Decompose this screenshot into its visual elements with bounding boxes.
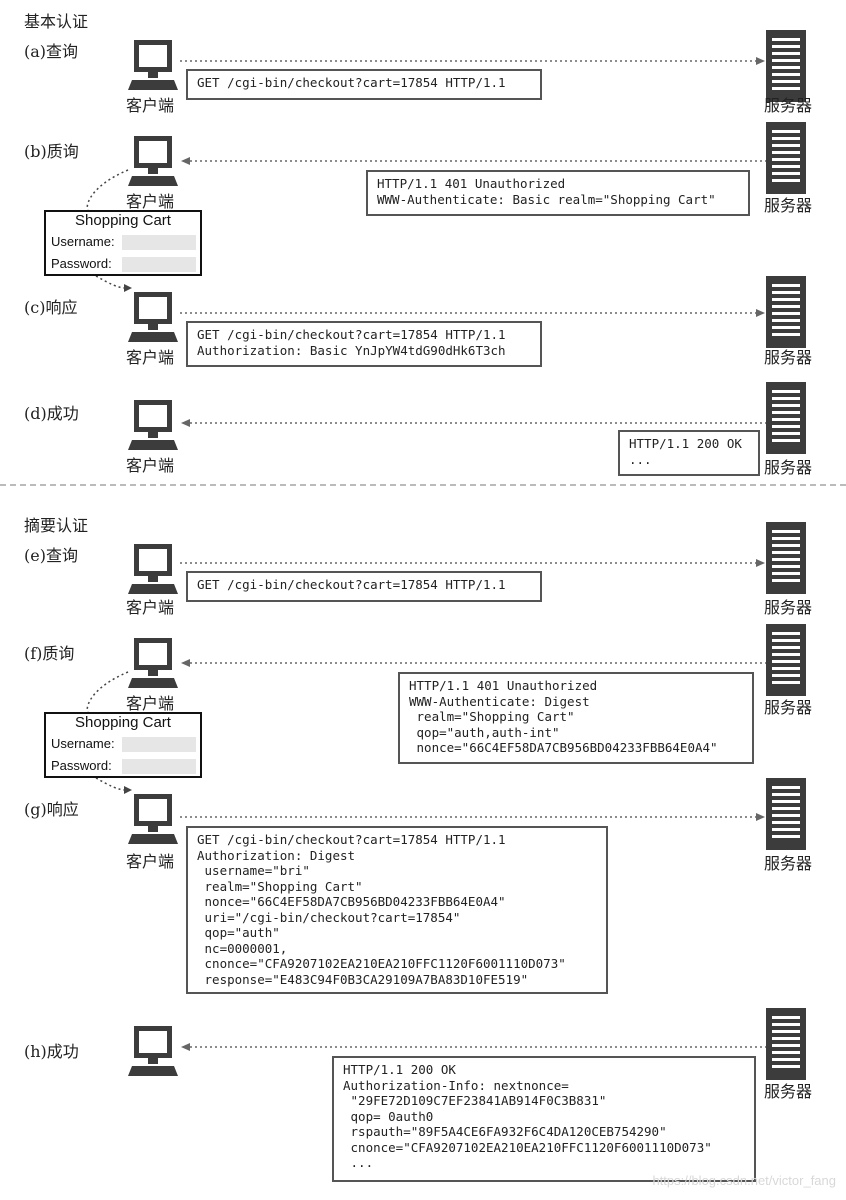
password-label: Password: (51, 758, 112, 773)
password-label: Password: (51, 256, 112, 271)
response-arrow-d (181, 419, 766, 427)
response-arrow-f (181, 659, 766, 667)
server-icon (766, 624, 806, 696)
client-icon (128, 794, 178, 844)
request-arrow-c (180, 309, 765, 317)
response-arrow-h (181, 1043, 766, 1051)
server-label-a: 服务器 (764, 96, 813, 115)
server-label-d: 服务器 (764, 458, 813, 477)
step-label-a: (a)查询 (24, 42, 79, 61)
password-field[interactable] (122, 257, 196, 272)
client-label-g: 客户端 (126, 852, 175, 871)
client-label-d: 客户端 (126, 456, 175, 475)
password-field[interactable] (122, 759, 196, 774)
login-form-digest: Shopping Cart Username: Password: (44, 712, 202, 778)
message-box-e: GET /cgi-bin/checkout?cart=17854 HTTP/1.… (186, 571, 542, 602)
message-box-h: HTTP/1.1 200 OK Authorization-Info: next… (332, 1056, 756, 1182)
client-icon (128, 136, 178, 186)
username-label: Username: (51, 736, 115, 751)
step-label-d: (d)成功 (24, 404, 79, 423)
message-box-b: HTTP/1.1 401 Unauthorized WWW-Authentica… (366, 170, 750, 216)
login-form-basic: Shopping Cart Username: Password: (44, 210, 202, 276)
server-icon (766, 30, 806, 102)
client-icon (128, 292, 178, 342)
step-label-e: (e)查询 (24, 546, 78, 565)
username-label: Username: (51, 234, 115, 249)
request-arrow-a (180, 57, 765, 65)
message-box-g: GET /cgi-bin/checkout?cart=17854 HTTP/1.… (186, 826, 608, 994)
section-divider (0, 484, 846, 486)
message-box-d: HTTP/1.1 200 OK ... (618, 430, 760, 476)
client-label-e: 客户端 (126, 598, 175, 617)
step-label-b: (b)质询 (24, 142, 79, 161)
step-label-h: (h)成功 (24, 1042, 79, 1061)
form-flow-arrow (86, 671, 132, 794)
client-label-b: 客户端 (126, 192, 175, 211)
request-arrow-g (180, 813, 765, 821)
client-icon (128, 400, 178, 450)
server-icon (766, 122, 806, 194)
client-icon (128, 638, 178, 688)
message-box-c: GET /cgi-bin/checkout?cart=17854 HTTP/1.… (186, 321, 542, 367)
watermark: https://blog.csdn.net/victor_fang (652, 1173, 836, 1188)
client-label-c: 客户端 (126, 348, 175, 367)
form-title: Shopping Cart (75, 714, 171, 731)
client-icon (128, 40, 178, 90)
form-flow-arrow (86, 169, 132, 292)
step-label-f: (f)质询 (24, 644, 75, 663)
username-field[interactable] (122, 737, 196, 752)
server-label-g: 服务器 (764, 854, 813, 873)
section-title-basic: 基本认证 (24, 12, 89, 31)
section-title-digest: 摘要认证 (24, 516, 89, 535)
server-label-h: 服务器 (764, 1082, 813, 1101)
step-label-g: (g)响应 (24, 800, 79, 819)
client-icon (128, 544, 178, 594)
response-arrow-b (181, 157, 766, 165)
server-icon (766, 276, 806, 348)
message-box-f: HTTP/1.1 401 Unauthorized WWW-Authentica… (398, 672, 754, 764)
server-label-c: 服务器 (764, 348, 813, 367)
server-label-b: 服务器 (764, 196, 813, 215)
server-icon (766, 522, 806, 594)
server-label-f: 服务器 (764, 698, 813, 717)
server-icon (766, 778, 806, 850)
server-label-e: 服务器 (764, 598, 813, 617)
request-arrow-e (180, 559, 765, 567)
client-label-f: 客户端 (126, 694, 175, 713)
server-icon (766, 382, 806, 454)
step-label-c: (c)响应 (24, 298, 78, 317)
server-icon (766, 1008, 806, 1080)
username-field[interactable] (122, 235, 196, 250)
message-box-a: GET /cgi-bin/checkout?cart=17854 HTTP/1.… (186, 69, 542, 100)
form-title: Shopping Cart (75, 212, 171, 229)
client-label-a: 客户端 (126, 96, 175, 115)
client-icon (128, 1026, 178, 1076)
